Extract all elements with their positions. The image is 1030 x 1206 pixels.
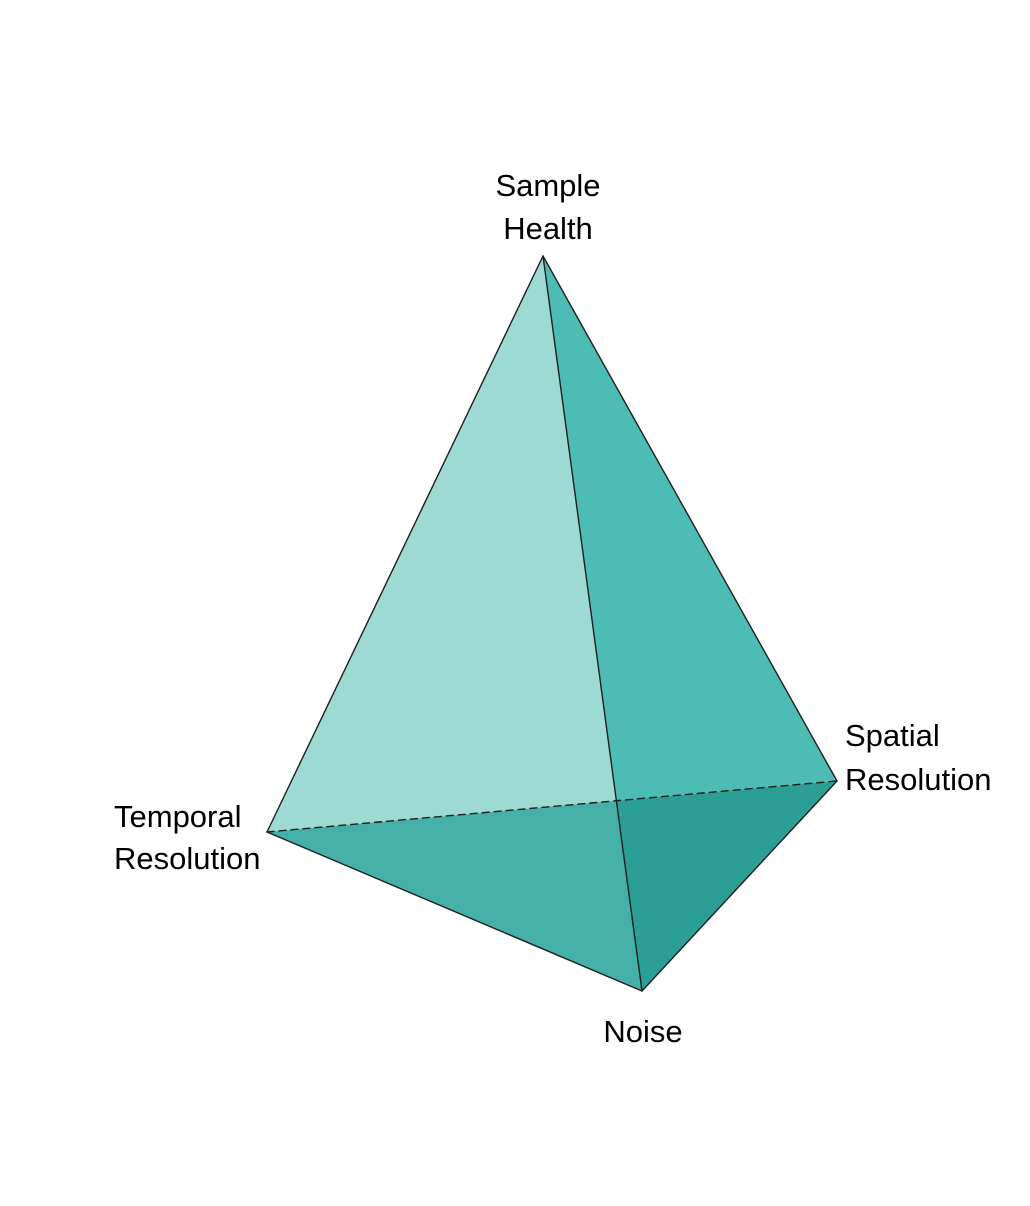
vertex-label-temporal-resolution-line2: Resolution — [114, 841, 260, 876]
face-bottom-left — [267, 800, 642, 991]
edge-temporal_resolution-spatial_resolution-hidden — [266, 780, 838, 833]
edge-sample_health-noise — [542, 255, 643, 992]
edge-spatial_resolution-noise — [641, 780, 838, 992]
vertex-label-spatial-resolution-line2: Resolution — [845, 762, 991, 797]
vertex-label-spatial-resolution-line1: Spatial — [845, 718, 940, 753]
tetrahedron-edges — [266, 255, 838, 992]
edge-sample_health-spatial_resolution — [542, 255, 838, 782]
face-bottom-right — [616, 781, 837, 991]
edge-sample_health-temporal_resolution — [266, 255, 544, 833]
vertex-label-sample-health-line1: Sample — [495, 168, 600, 203]
vertex-label-noise: Noise — [603, 1014, 682, 1049]
vertex-label-sample-health-line2: Health — [503, 211, 593, 246]
face-front-right — [543, 256, 837, 801]
vertex-labels: Sample Health Temporal Resolution Spatia… — [114, 168, 991, 1049]
vertex-label-temporal-resolution-line1: Temporal — [114, 799, 242, 834]
face-front-left — [267, 256, 617, 832]
tetrahedron-faces — [267, 256, 837, 991]
edge-temporal_resolution-noise — [266, 831, 643, 992]
